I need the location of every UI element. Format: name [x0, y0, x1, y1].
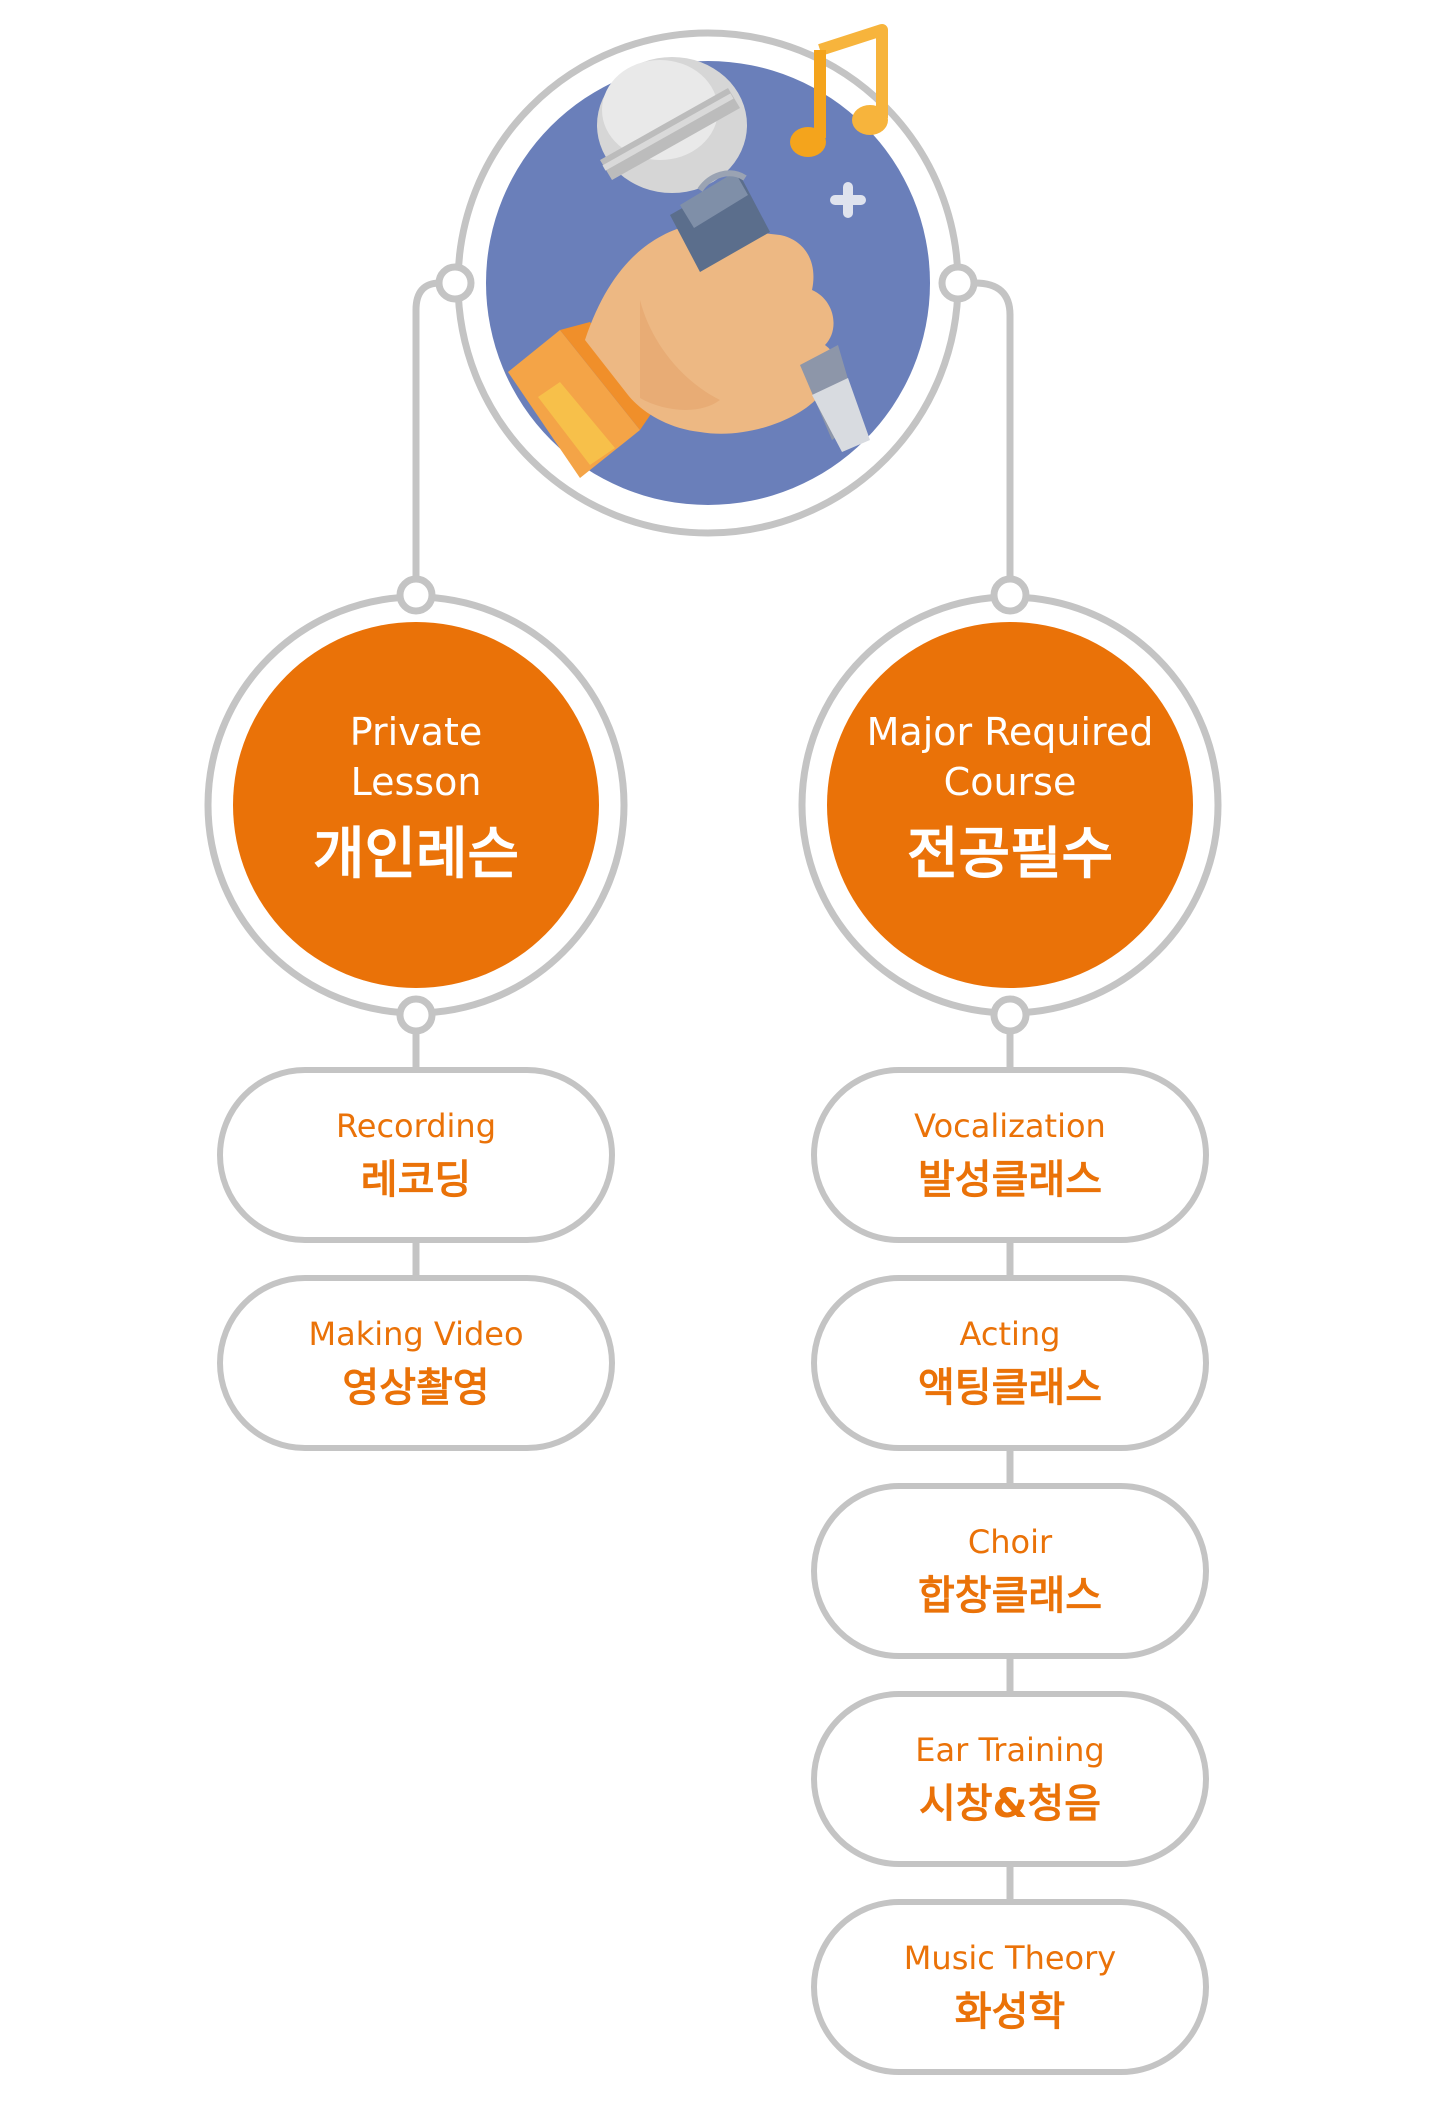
course-item-en: Making Video	[308, 1315, 523, 1353]
course-item-ko: 시창&청음	[919, 1781, 1101, 1827]
branch-title-ko: 전공필수	[907, 822, 1113, 887]
branch-title-en-line2: Lesson	[351, 760, 482, 804]
course-item-en: Ear Training	[915, 1731, 1104, 1769]
connector-left	[412, 279, 459, 599]
course-item[interactable]: Music Theory 화성학	[811, 1899, 1209, 2075]
course-item-pill	[811, 1899, 1209, 2075]
microphone-hand-icon	[508, 57, 870, 478]
branch-disc	[233, 622, 599, 988]
course-item[interactable]: Choir 합창클래스	[811, 1483, 1209, 1659]
branch-title-en-line1: Major Required	[867, 710, 1154, 754]
branch-dot-bottom	[990, 995, 1030, 1035]
top-illustration	[454, 24, 962, 537]
course-item[interactable]: Acting 액팅클래스	[811, 1275, 1209, 1451]
course-item-ko: 합창클래스	[918, 1573, 1102, 1619]
branch-dot-top	[990, 575, 1030, 615]
course-item[interactable]: Making Video 영상촬영	[217, 1275, 615, 1451]
branch-title-ko: 개인레슨	[313, 822, 519, 887]
course-item-en: Recording	[336, 1107, 496, 1145]
course-item[interactable]: Ear Training 시창&청음	[811, 1691, 1209, 1867]
music-note-icon	[790, 24, 888, 157]
course-item-en: Vocalization	[914, 1107, 1106, 1145]
course-item-pill	[811, 1691, 1209, 1867]
course-item-en: Choir	[968, 1523, 1053, 1561]
course-item-pill	[811, 1483, 1209, 1659]
course-item-pill	[217, 1067, 615, 1243]
course-item[interactable]: Recording 레코딩	[217, 1067, 615, 1243]
branch-dot-top	[396, 575, 436, 615]
sparkle-icon	[830, 182, 866, 218]
branch-dot-bottom	[396, 995, 436, 1035]
course-item-ko: 화성학	[955, 1989, 1066, 2035]
course-item-en: Music Theory	[904, 1939, 1116, 1977]
course-item-ko: 액팅클래스	[918, 1365, 1102, 1411]
dot-top-right	[938, 263, 978, 303]
course-item-pill	[217, 1275, 615, 1451]
dot-top-left	[435, 263, 475, 303]
branch-title-en-line1: Private	[350, 710, 482, 754]
course-item-ko: 발성클래스	[918, 1157, 1102, 1203]
branch-disc	[827, 622, 1193, 988]
course-item[interactable]: Vocalization 발성클래스	[811, 1067, 1209, 1243]
branch-title-en-line2: Course	[944, 760, 1077, 804]
course-item-ko: 영상촬영	[342, 1365, 489, 1411]
course-item-en: Acting	[960, 1315, 1061, 1353]
course-item-pill	[811, 1067, 1209, 1243]
course-item-pill	[811, 1275, 1209, 1451]
course-item-ko: 레코딩	[361, 1157, 471, 1203]
connector-right	[954, 279, 1014, 599]
connector-dots	[435, 263, 978, 303]
